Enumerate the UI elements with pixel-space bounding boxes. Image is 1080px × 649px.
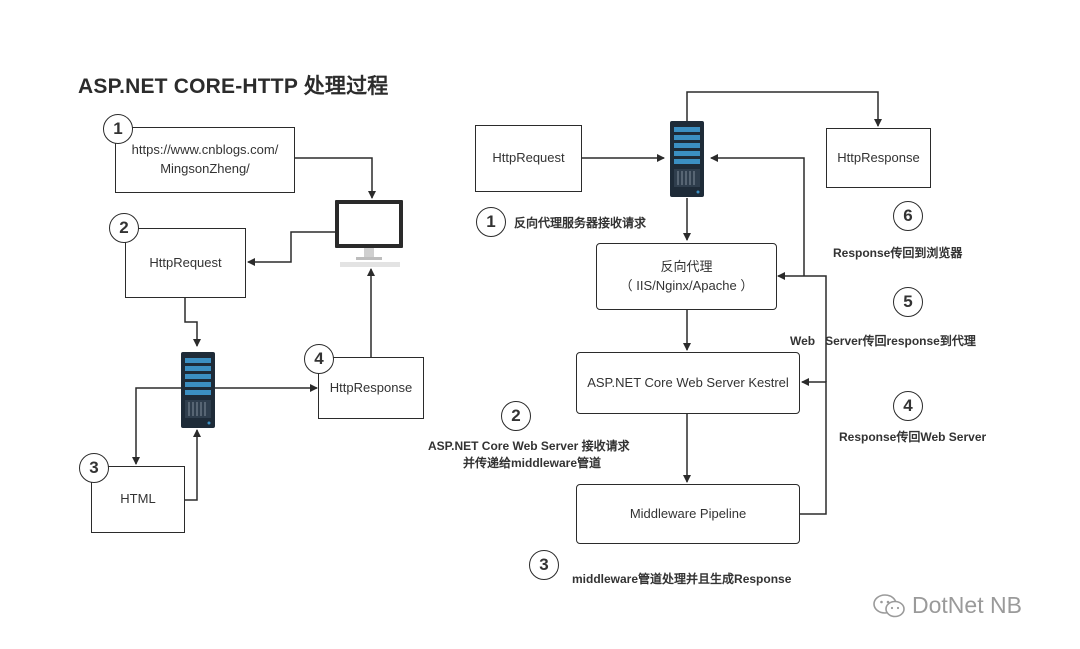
right-step-3: 3	[529, 550, 559, 580]
url-line-1: https://www.cnblogs.com/	[131, 142, 279, 158]
kestrel-box: ASP.NET Core Web Server Kestrel	[576, 352, 800, 414]
page-title: ASP.NET CORE-HTTP 处理过程	[78, 75, 389, 98]
right-step-1-text: 反向代理服务器接收请求	[514, 216, 647, 230]
arrow-pipeline-to-kestrel	[799, 378, 827, 515]
arrow-server-to-html	[132, 387, 181, 465]
right-step-6: 6	[893, 201, 923, 231]
arrow-monitor-to-request	[247, 231, 335, 266]
server-icon-right	[670, 121, 704, 197]
right-step-1: 1	[476, 207, 506, 237]
right-response-box: HttpResponse	[826, 128, 931, 188]
arrow-html-to-server	[184, 429, 201, 501]
server-icon-left	[181, 352, 215, 428]
left-step-3: 3	[79, 453, 109, 483]
right-step-2: 2	[501, 401, 531, 431]
watermark: DotNet NB	[872, 592, 1022, 619]
left-step-4: 4	[304, 344, 334, 374]
watermark-text: DotNet NB	[912, 592, 1022, 618]
right-request-box: HttpRequest	[475, 125, 582, 192]
monitor-icon	[335, 200, 403, 267]
proxy-line-2: （ IIS/Nginx/Apache ）	[619, 277, 754, 293]
right-step-5-text: Web Server传回response到代理	[790, 334, 976, 348]
arrow-request-to-server	[184, 297, 201, 347]
arrow-url-to-monitor	[294, 157, 376, 199]
url-box: https://www.cnblogs.com/ MingsonZheng/	[115, 127, 295, 193]
html-box: HTML	[91, 466, 185, 533]
left-step-2: 2	[109, 213, 139, 243]
left-response-box: HttpResponse	[318, 357, 424, 419]
right-step-3-text: middleware管道处理并且生成Response	[572, 572, 792, 586]
right-step-2-text-2: 并传递给middleware管道	[463, 456, 602, 470]
pipeline-box: Middleware Pipeline	[576, 484, 800, 544]
arrow-proxy-to-server	[710, 154, 805, 276]
wechat-icon	[873, 593, 905, 617]
arrow-kestrel-to-proxy	[777, 272, 827, 382]
right-step-4-text: Response传回Web Server	[839, 430, 987, 444]
right-step-6-text: Response传回到浏览器	[833, 246, 963, 260]
arrow-top-loop	[686, 91, 882, 127]
left-request-box: HttpRequest	[125, 228, 246, 298]
url-line-2: MingsonZheng/	[160, 161, 250, 176]
right-step-5: 5	[893, 287, 923, 317]
left-step-1: 1	[103, 114, 133, 144]
proxy-box: 反向代理 （ IIS/Nginx/Apache ）	[596, 243, 777, 310]
right-step-2-text-1: ASP.NET Core Web Server 接收请求	[428, 439, 630, 453]
proxy-line-1: 反向代理	[660, 258, 713, 274]
right-step-4: 4	[893, 391, 923, 421]
